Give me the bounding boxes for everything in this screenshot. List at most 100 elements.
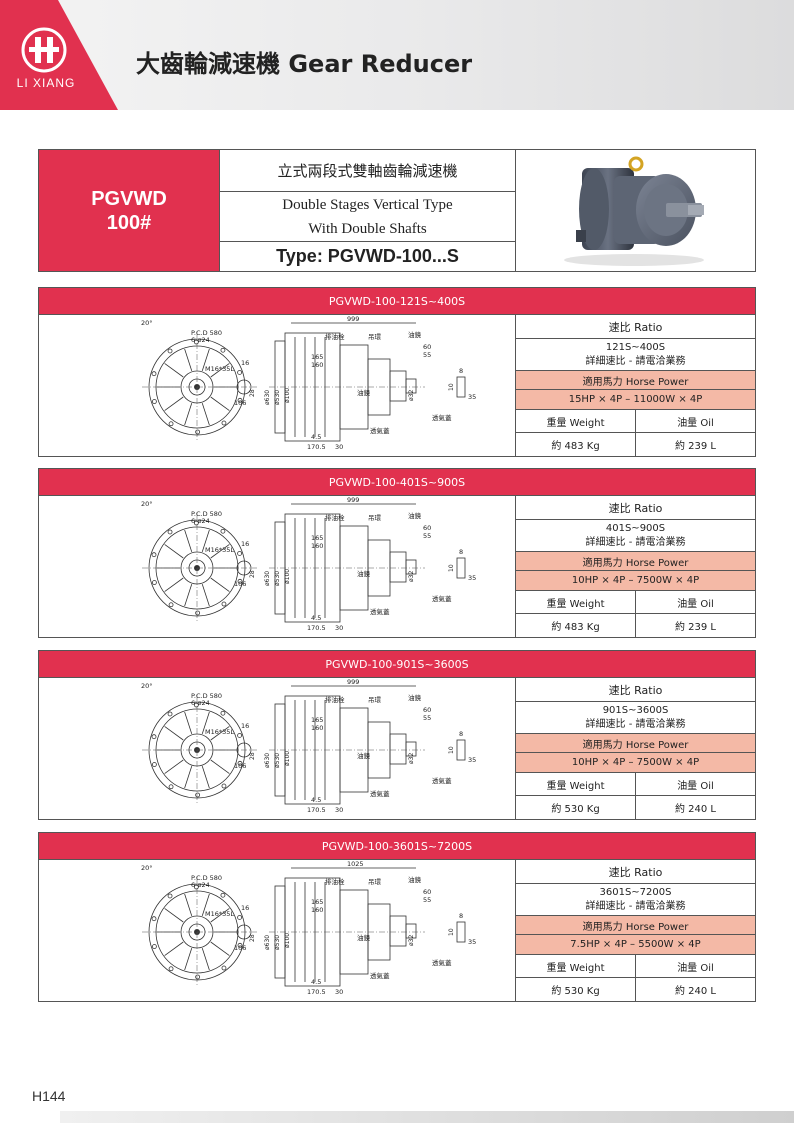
- dim-630: ø630: [264, 390, 271, 405]
- bolt-hole: [195, 610, 201, 616]
- dim-60: 60: [423, 888, 431, 896]
- oil-gauge-label: 油鏡: [357, 388, 371, 397]
- model-name-block: PGVWD 100#: [39, 150, 219, 271]
- bolt-hole: [193, 884, 199, 890]
- rib: [210, 941, 230, 956]
- dim-28: 28: [249, 752, 256, 760]
- dim-530: ø530: [274, 935, 281, 950]
- hp-value: 10HP × 4P – 7500W × 4P: [516, 571, 755, 591]
- bolt-hole: [237, 578, 243, 584]
- dim-10: 10: [448, 383, 455, 391]
- bolt-hole: [167, 348, 173, 354]
- dim-8: 8: [459, 912, 463, 920]
- lifting-hook-label: 吊環: [368, 878, 382, 886]
- ratio-label: 速比 Ratio: [516, 496, 755, 520]
- dim-35: 35: [468, 574, 476, 582]
- bolt-hole: [151, 371, 157, 377]
- rib: [164, 544, 184, 559]
- rib: [164, 726, 184, 741]
- rib: [164, 941, 184, 956]
- bolt-label: M16*35L: [205, 728, 234, 736]
- hp-value: 7.5HP × 4P – 5500W × 4P: [516, 935, 755, 955]
- pcd-label: P.C.D 580: [191, 692, 222, 700]
- vent-cap-label-2: 透氣蓋: [432, 958, 452, 967]
- bolt-hole: [237, 915, 242, 920]
- dim-32: ø32: [408, 571, 415, 582]
- lifting-hook-label: 吊環: [368, 333, 382, 341]
- hp-label: 適用馬力 Horse Power: [516, 733, 755, 753]
- model-info-box: PGVWD 100# 立式兩段式雙軸齒輪減速機 Double Stages Ve…: [38, 149, 756, 272]
- desc-en-line2: With Double Shafts: [308, 220, 427, 237]
- rib: [164, 577, 184, 592]
- rib: [184, 711, 193, 734]
- bolt-hole: [193, 339, 199, 345]
- bolt-hole: [168, 784, 174, 790]
- dim-16: 16: [241, 722, 249, 730]
- logo-background: [0, 0, 118, 110]
- holes-label: 6-ø24: [191, 881, 210, 889]
- dim-106: 106: [234, 580, 246, 588]
- dim-165: 165: [311, 534, 323, 542]
- dim-30: 30: [335, 624, 343, 632]
- dim-100: ø100: [284, 569, 291, 584]
- ratio-detail: 詳細速比 - 請電洽業務: [585, 536, 686, 548]
- keyway-detail: [456, 739, 466, 761]
- rib: [184, 948, 193, 971]
- footer-bar: [60, 1111, 794, 1123]
- dim-4-5: 4.5: [311, 433, 321, 441]
- drain-plug-label: 排油栓: [325, 695, 345, 704]
- ratio-detail: 詳細速比 - 請電洽業務: [585, 355, 686, 367]
- ratio-values: 121S~400S 詳細速比 - 請電洽業務: [516, 339, 755, 370]
- weight-oil-values: 約 530 Kg 約 240 L: [516, 978, 755, 1001]
- oil-gauge-label: 油鏡: [357, 569, 371, 578]
- output-shaft: [405, 741, 417, 757]
- vent-cap-label: 透氣蓋: [370, 971, 390, 980]
- output-shaft-housing: [389, 551, 407, 583]
- bolt-hole: [152, 580, 157, 585]
- vent-cap-label-2: 透氣蓋: [432, 413, 452, 422]
- bolt-hole: [152, 944, 157, 949]
- drain-plug-label: 排油栓: [325, 332, 345, 341]
- output-shaft-housing: [389, 733, 407, 765]
- ratio-range: 401S~900S: [605, 522, 666, 534]
- rib: [164, 759, 184, 774]
- bolt-hole: [151, 552, 157, 558]
- bolt-hole: [152, 399, 157, 404]
- bolt-hole: [193, 702, 199, 708]
- vent-cap-label-2: 透氣蓋: [432, 594, 452, 603]
- bolt-hole: [151, 734, 157, 740]
- dim-100: ø100: [284, 751, 291, 766]
- rib: [201, 893, 210, 916]
- ratio-label: 速比 Ratio: [516, 678, 755, 702]
- hp-label: 適用馬力 Horse Power: [516, 551, 755, 571]
- ratio-range: 121S~400S: [605, 341, 666, 353]
- dim-28: 28: [249, 570, 256, 578]
- pcd-label: P.C.D 580: [191, 329, 222, 337]
- pcd-label: P.C.D 580: [191, 874, 222, 882]
- dim-170-5: 170.5: [307, 624, 326, 632]
- dim-16: 16: [241, 904, 249, 912]
- bolt-hole: [167, 893, 173, 899]
- hp-label: 適用馬力 Horse Power: [516, 915, 755, 935]
- dim-100: ø100: [284, 933, 291, 948]
- bolt-hole: [195, 974, 201, 980]
- hp-value: 15HP × 4P – 11000W × 4P: [516, 390, 755, 410]
- rib: [201, 529, 210, 552]
- dim-170-5: 170.5: [307, 443, 326, 451]
- bolt-hole: [168, 602, 174, 608]
- desc-en-line1: Double Stages Vertical Type: [282, 196, 453, 213]
- drain-plug-label: 排油栓: [325, 513, 345, 522]
- dim-28: 28: [249, 389, 256, 397]
- oil-gauge-label: 油鏡: [357, 751, 371, 760]
- dim-165: 165: [311, 353, 323, 361]
- bolt-hole: [237, 551, 242, 556]
- section-title: PGVWD-100-901S~3600S: [39, 651, 755, 678]
- page-title: 大齒輪減速機 Gear Reducer: [136, 50, 473, 78]
- rib: [184, 348, 193, 371]
- angle-label: 20°: [141, 682, 153, 690]
